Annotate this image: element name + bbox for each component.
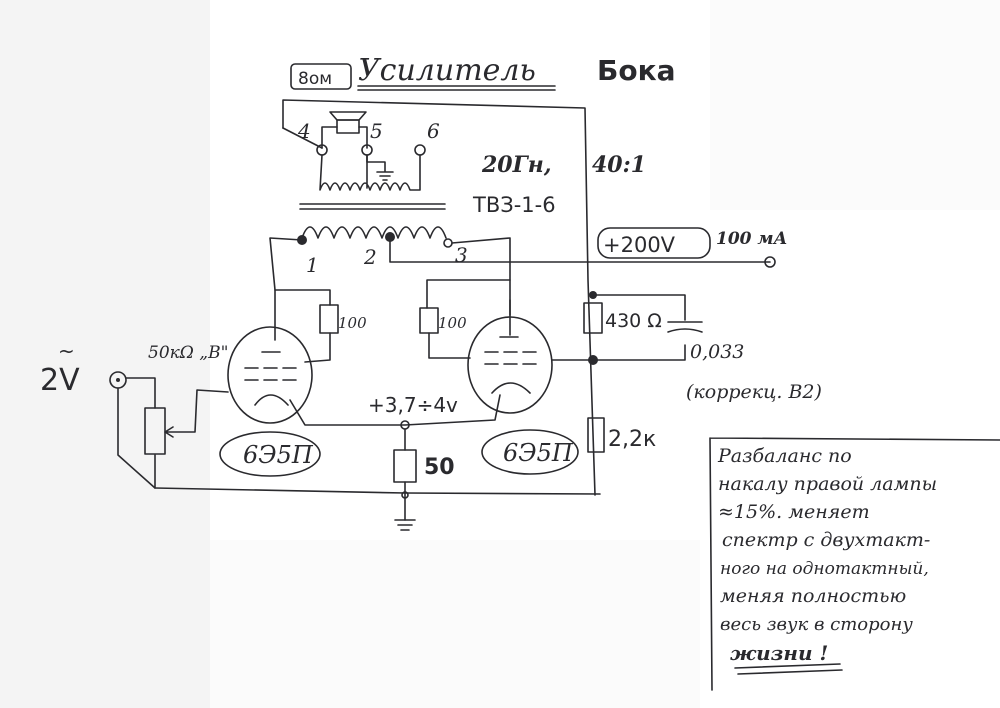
- node: [588, 355, 598, 365]
- terminal-1-label: 1: [306, 253, 319, 277]
- tube-left-label: 6Э5П: [243, 441, 314, 469]
- title-word1: Усилитель: [358, 53, 536, 88]
- note-line: весь звук в сторону: [720, 614, 913, 635]
- wire: [426, 279, 511, 309]
- cathode-voltage: +3,7÷4v: [368, 393, 458, 417]
- note-line: ≈15%. меняет: [718, 501, 870, 523]
- wire: [389, 239, 589, 263]
- note-line: Разбаланс по: [717, 445, 852, 467]
- resistor-2-2k: [587, 417, 605, 453]
- volume-potentiometer: [144, 407, 166, 455]
- terminal-4-label: 4: [297, 119, 311, 143]
- wire: [304, 332, 331, 363]
- resistor-left-value: 100: [338, 314, 367, 332]
- primary-winding: [301, 226, 447, 239]
- resistor-left-100: [319, 304, 339, 334]
- capacitor-value: 0,033: [690, 341, 744, 363]
- terminal-2: [385, 232, 395, 242]
- input-voltage: 2V: [40, 363, 80, 398]
- ground-icon: [366, 154, 394, 181]
- resistor-right-value: 100: [438, 314, 467, 332]
- capacitor-icon: [667, 321, 703, 333]
- tube-right-label-outline: [481, 429, 579, 475]
- terminal-3-label: 3: [455, 243, 468, 267]
- wire: [321, 126, 368, 149]
- note-underline: [734, 663, 841, 669]
- potentiometer-value: 50кΩ „В": [148, 343, 228, 363]
- paper-note: [700, 210, 1000, 708]
- transformer-inductance: 20Гн,: [481, 152, 552, 178]
- input-jack-center: [116, 378, 120, 382]
- transformer-model: ТВЗ-1-6: [472, 193, 556, 217]
- title-word2: Бока: [597, 54, 675, 87]
- wire: [509, 299, 686, 361]
- tube-left-icon: [227, 326, 313, 424]
- wire: [289, 394, 501, 426]
- node: [589, 291, 597, 299]
- supply-current: 100 мА: [716, 229, 787, 249]
- terminal-5-label: 5: [370, 119, 383, 143]
- supply-wire: [282, 99, 596, 496]
- supply-terminal: [764, 256, 776, 268]
- note-line: ного на однотактный,: [720, 559, 929, 579]
- speaker-impedance-box: [290, 63, 352, 90]
- secondary-winding: [319, 154, 421, 191]
- note-underline: [737, 669, 843, 675]
- resistor-430-value: 430 Ω: [605, 310, 662, 332]
- note-border: [709, 437, 1000, 691]
- wire: [592, 294, 686, 321]
- supply-voltage: +200V: [603, 233, 676, 257]
- resistor-2-2k-value: 2,2к: [608, 427, 656, 452]
- resistor-cathode-value: 50: [424, 455, 455, 480]
- supply-voltage-box: [597, 227, 711, 259]
- ground-bus: [154, 487, 601, 495]
- wire: [282, 127, 323, 149]
- tube-right-label: 6Э5П: [503, 439, 574, 467]
- terminal-2-label: 2: [363, 245, 377, 269]
- note-text: Разбаланс по накалу правой лампы ≈15%. м…: [717, 445, 937, 665]
- input-ac-symbol: ~: [58, 339, 75, 363]
- wire: [274, 289, 331, 306]
- ground-icon: [394, 519, 416, 531]
- terminal-6-label: 6: [427, 119, 440, 143]
- wire: [269, 237, 303, 341]
- speaker-impedance: 8ом: [298, 69, 332, 89]
- note-line: спектр с двухтакт-: [722, 529, 930, 551]
- transformer-ratio: 40:1: [592, 152, 646, 178]
- wiper-wire: [164, 389, 229, 438]
- note-line: жизни !: [730, 641, 828, 665]
- paper-margin: [0, 0, 210, 708]
- note-line: меняя полностью: [720, 585, 906, 607]
- resistor-430: [583, 302, 603, 334]
- capacitor-note: (коррекц. В2): [686, 381, 822, 403]
- wire: [428, 332, 471, 359]
- wire: [117, 377, 156, 489]
- tube-right-icon: [467, 316, 553, 414]
- tube-left-label-outline: [219, 431, 321, 477]
- note-line: накалу правой лампы: [718, 473, 937, 495]
- ground-node: [401, 491, 409, 499]
